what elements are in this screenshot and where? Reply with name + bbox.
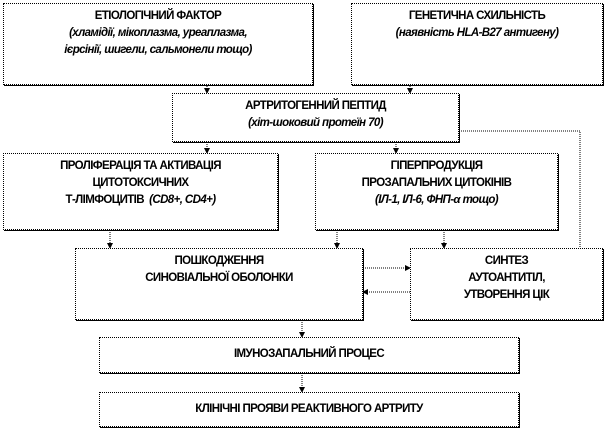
arrow-peptide-to-synthesis xyxy=(459,130,583,267)
arthritogenic-peptide-box: АРТРИТОГЕННИЙ ПЕПТИД (хіт-шоковий протеї… xyxy=(172,93,459,142)
peptide-sub: (хіт-шоковий протеїн 70) xyxy=(248,117,383,129)
cytokines-line2: ПРОЗАПАЛЬНИХ ЦИТОКІНІВ xyxy=(361,177,512,189)
synthesis-line1: СИНТЕЗ xyxy=(484,255,529,267)
damage-line2: СИНОВІАЛЬНОЇ ОБОЛОНКИ xyxy=(145,272,293,284)
synthesis-line2: АУТОАНТИТІЛ, xyxy=(468,272,545,284)
proliferation-line2: ЦИТОТОКСИЧНИХ xyxy=(92,177,190,189)
proliferation-line1: ПРОЛІФЕРАЦІЯ ТА АКТИВАЦІЯ xyxy=(60,160,221,172)
etiology-sub2: ієрсінії, шигели, сальмонели тощо) xyxy=(64,44,252,56)
synovial-damage-box: ПОШКОДЖЕННЯ СИНОВІАЛЬНОЇ ОБОЛОНКИ xyxy=(75,248,363,320)
synthesis-line3: УТВОРЕННЯ ЦІК xyxy=(463,289,550,301)
clinical-title: КЛІНІЧНІ ПРОЯВИ РЕАКТИВНОГО АРТРИТУ xyxy=(195,403,423,415)
immune-inflammatory-box: ІМУНОЗАПАЛЬНИЙ ПРОЦЕС xyxy=(99,337,519,373)
etiology-factor-box: ЕТІОЛОГІЧНИЙ ФАКТОР (хламідії, мікоплазм… xyxy=(3,3,313,85)
cytokines-sub: (ІЛ-1, ІЛ-6, ФНП-α тощо) xyxy=(375,194,499,206)
proliferation-sub: (CD8+, CD4+) xyxy=(149,194,216,206)
cytokines-box: ГІПЕРПРОДУКЦІЯ ПРОЗАПАЛЬНИХ ЦИТОКІНІВ (І… xyxy=(315,153,558,230)
proliferation-box: ПРОЛІФЕРАЦІЯ ТА АКТИВАЦІЯ ЦИТОТОКСИЧНИХ … xyxy=(3,153,278,230)
autoantibody-synthesis-box: СИНТЕЗ АУТОАНТИТІЛ, УТВОРЕННЯ ЦІК xyxy=(410,248,603,320)
etiology-title: ЕТІОЛОГІЧНИЙ ФАКТОР xyxy=(94,10,222,22)
cytokines-line1: ГІПЕРПРОДУКЦІЯ xyxy=(390,160,483,172)
genetic-predisposition-box: ГЕНЕТИЧНА СХИЛЬНІСТЬ (наявність HLA-B27 … xyxy=(351,3,603,85)
etiology-sub1: (хламідії, мікоплазма, уреаплазма, xyxy=(69,27,247,39)
peptide-title: АРТРИТОГЕННИЙ ПЕПТИД xyxy=(245,100,386,112)
immune-title: ІМУНОЗАПАЛЬНИЙ ПРОЦЕС xyxy=(233,348,385,360)
clinical-manifestations-box: КЛІНІЧНІ ПРОЯВИ РЕАКТИВНОГО АРТРИТУ xyxy=(99,392,519,427)
proliferation-line3: Т-ЛІМФОЦИТІВ xyxy=(65,194,145,206)
genetic-title: ГЕНЕТИЧНА СХИЛЬНІСТЬ xyxy=(408,10,546,22)
damage-line1: ПОШКОДЖЕННЯ xyxy=(174,255,264,267)
genetic-sub: (наявність HLA-B27 антигену) xyxy=(395,27,559,39)
